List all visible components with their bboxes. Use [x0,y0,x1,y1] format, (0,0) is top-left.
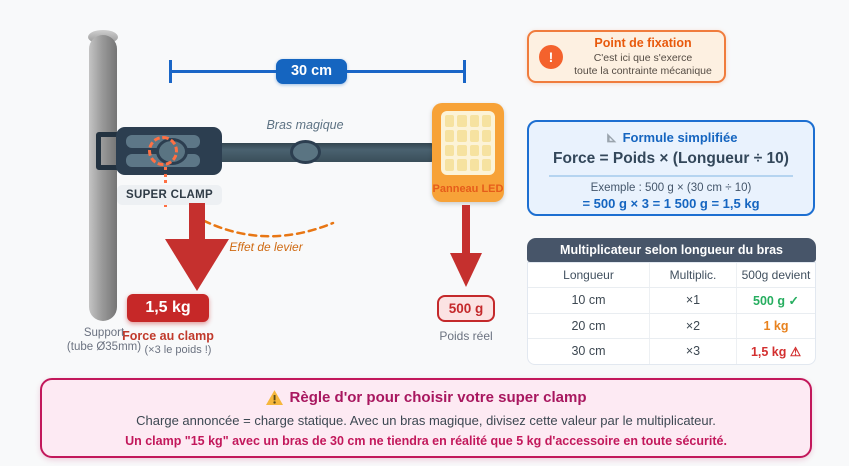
golden-rule-line1: Charge annoncée = charge statique. Avec … [136,413,716,428]
fixation-callout-line1: C'est ici que s'exerce [593,51,693,64]
golden-rule-line2: Un clamp "15 kg" avec un bras de 30 cm n… [125,434,727,448]
support-caption-line2: (tube Ø35mm) [66,341,142,353]
force-arrow-head [165,239,229,291]
cell-longueur: 30 cm [571,344,606,358]
formula-divider [548,175,794,177]
force-badge: 1,5 kg [127,294,209,322]
cell-multiplic: ×3 [649,339,736,364]
led-panel-label: Panneau LED [432,183,504,195]
table-header-row: Longueur Multiplic. 500g devient [528,263,815,287]
fixation-point-ring [148,136,178,166]
lever-effect-label: Effet de levier [229,240,303,254]
table-row: 10 cm ×1 500 g ✓ [528,287,815,313]
support-caption-line1: Support [83,327,125,339]
force-arrow-shaft [189,203,205,241]
dimension-tick-right [463,60,466,83]
cell-devient: 500 g ✓ [736,288,815,313]
formula-example-line1: Exemple : 500 g × (30 cm ÷ 10) [590,182,752,194]
weight-caption: Poids réel [439,329,493,343]
set-square-icon [606,133,616,143]
golden-rule-title-row: Règle d'or pour choisir votre super clam… [42,389,810,406]
support-caption: Support (tube Ø35mm) [44,326,164,354]
fixation-callout-title: Point de fixation [594,35,692,50]
multiplier-table-body: Longueur Multiplic. 500g devient 10 cm ×… [527,262,816,365]
cell-devient: 1,5 kg ⚠ [736,339,815,364]
dimension-tick-left [169,60,172,83]
warning-icon [265,390,283,405]
column-header-devient: 500g devient [736,263,815,287]
table-row: 30 cm ×3 1,5 kg ⚠ [528,338,815,364]
column-header-longueur: Longueur [563,268,614,282]
force-caption: Force au clamp [122,329,214,343]
super-clamp-tag: SUPER CLAMP [117,185,223,205]
support-pole [89,35,117,321]
dimension-badge: 30 cm [276,59,347,84]
cell-devient: 1 kg [736,314,815,338]
led-panel: Panneau LED [432,103,504,202]
cell-multiplic: ×2 [649,314,736,338]
cell-longueur: 20 cm [571,319,606,333]
fixation-callout: ! Point de fixation C'est ici que s'exer… [527,30,726,83]
exclamation-circle-icon: ! [539,44,563,69]
led-grid [441,111,495,175]
formula-card-title: Formule simplifiée [622,130,738,145]
magic-arm-label: Bras magique [266,118,344,132]
force-subcaption: (×3 le poids !) [144,344,212,356]
golden-rule-banner: Règle d'or pour choisir votre super clam… [40,378,812,458]
golden-rule-title: Règle d'or pour choisir votre super clam… [289,389,587,406]
arm-mid-joint [290,140,321,164]
formula-card-title-row: Formule simplifiée [529,130,813,145]
column-header-multiplic: Multiplic. [649,263,736,287]
weight-arrow-head [450,253,482,287]
formula-example-line2: = 500 g × 3 = 1 500 g = 1,5 kg [582,196,760,211]
fixation-callout-text: Point de fixation C'est ici que s'exerce… [570,36,716,78]
cell-longueur: 10 cm [571,293,606,307]
table-row: 20 cm ×2 1 kg [528,313,815,338]
fixation-callout-line2: toute la contrainte mécanique [574,64,712,77]
formula-card: Formule simplifiée Force = Poids × (Long… [527,120,815,216]
cell-multiplic: ×1 [649,288,736,313]
weight-badge: 500 g [437,295,495,322]
multiplier-table-title: Multiplicateur selon longueur du bras [527,238,816,262]
lever-effect-arc [191,213,335,238]
formula-text: Force = Poids × (Longueur ÷ 10) [553,150,789,167]
multiplier-table: Multiplicateur selon longueur du bras Lo… [527,238,816,365]
weight-arrow-shaft [462,205,470,255]
